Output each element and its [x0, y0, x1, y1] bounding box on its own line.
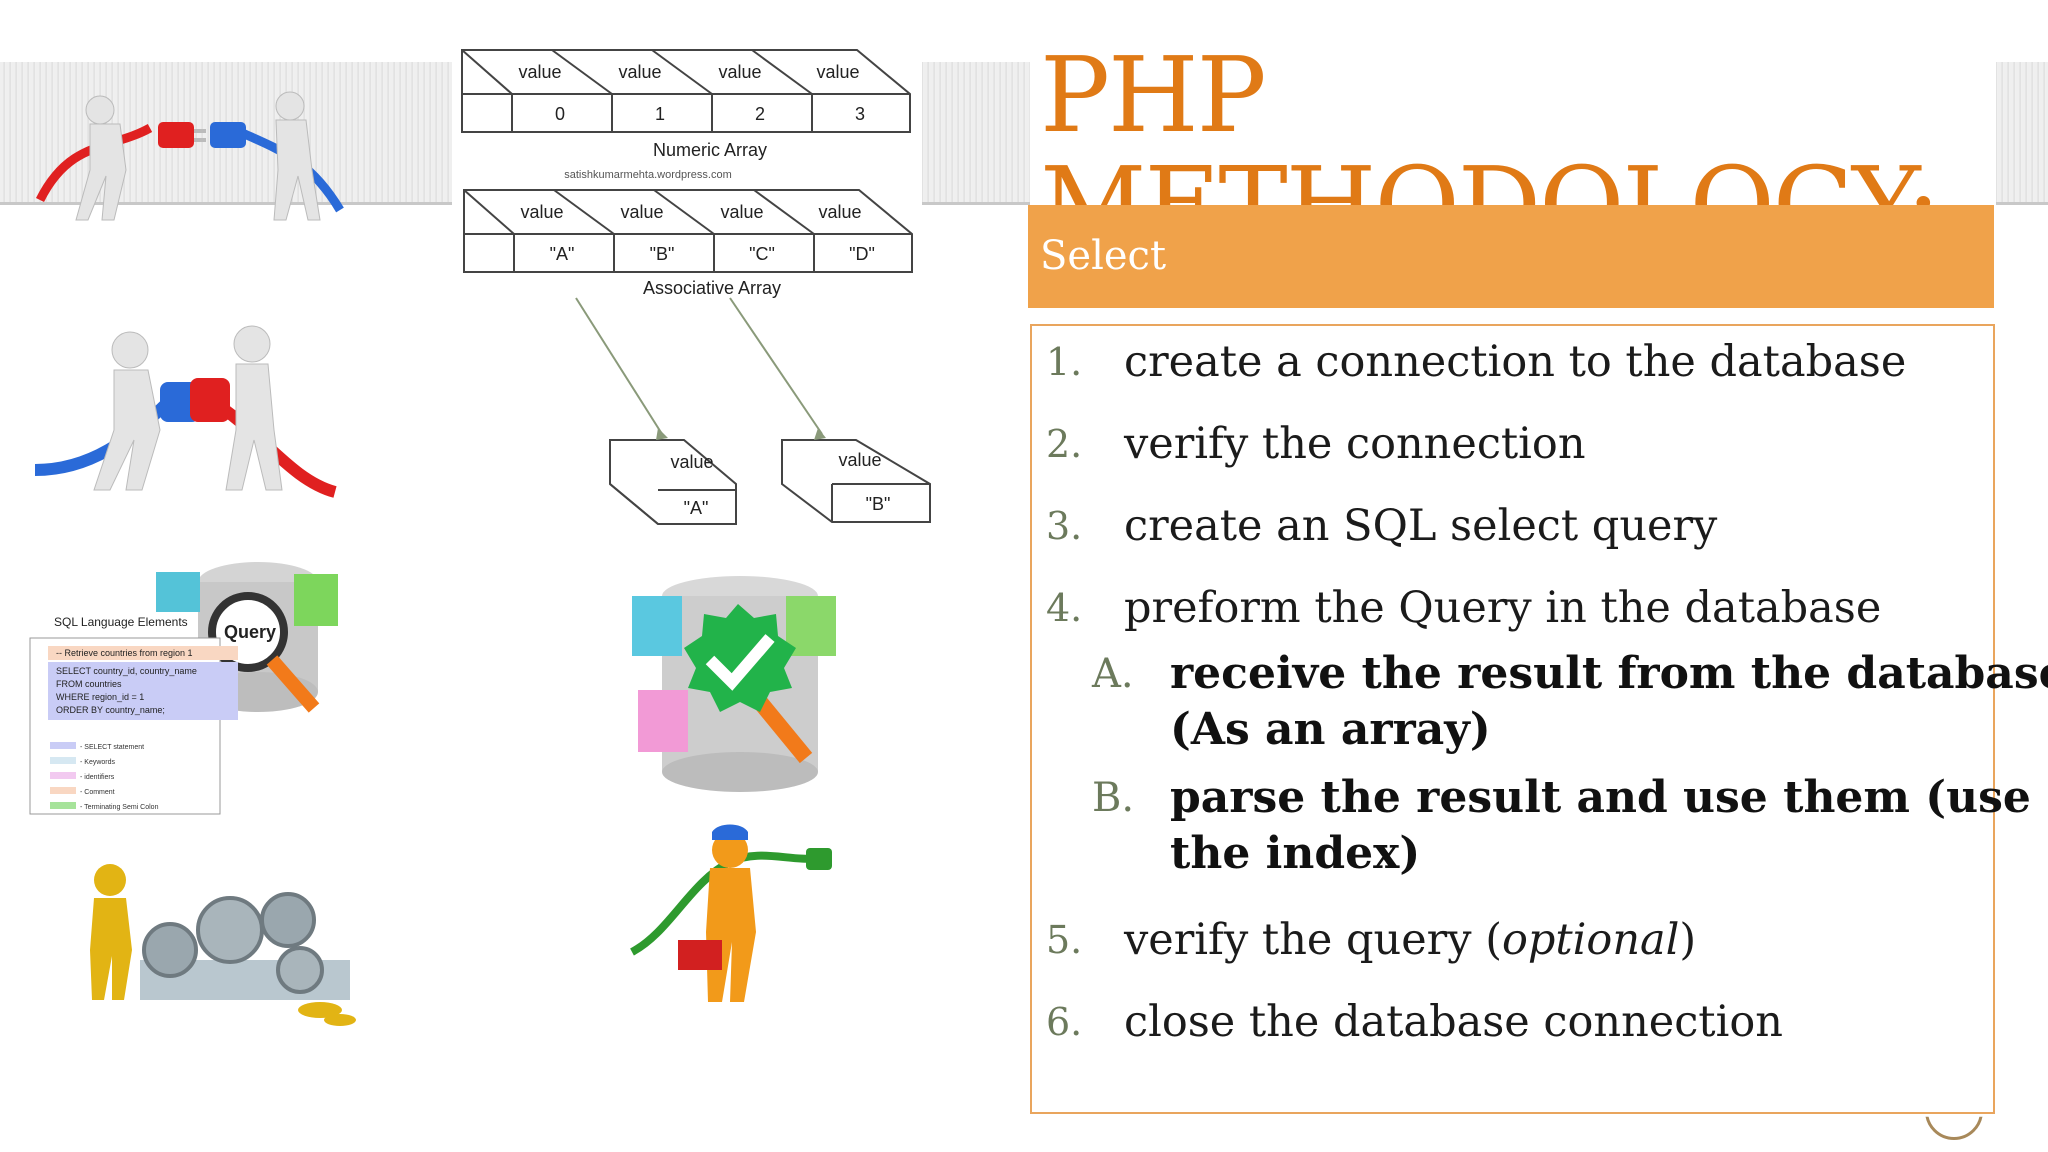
value-label: value: [670, 452, 713, 472]
value-label: value: [618, 62, 661, 82]
steps-box: [1030, 324, 1995, 1114]
title-backdrop: [1030, 40, 1996, 210]
gears-worker-icon: [90, 864, 356, 1026]
substep-letter: A.: [1092, 651, 1134, 697]
source-credit: satishkumarmehta.wordpress.com: [564, 169, 732, 181]
plug-tug-of-war-icon: [35, 91, 344, 221]
extracted-key: "B": [866, 494, 891, 514]
step-number: 6.: [1046, 1000, 1083, 1044]
step-text: create a connection to the database: [1124, 337, 1907, 387]
assoc-key: "B": [650, 244, 675, 264]
value-label: value: [838, 450, 881, 470]
substep-line: parse the result and use them (use: [1170, 772, 2031, 823]
substep-line: receive the result from the database: [1170, 648, 2048, 699]
value-label: value: [818, 202, 861, 222]
plug-connecting-icon: [34, 325, 337, 498]
step-number: 4.: [1046, 586, 1083, 630]
substep-line: the index): [1170, 828, 1421, 879]
sql-code-line: ORDER BY country_name;: [56, 705, 165, 715]
sql-code-line: -- Retrieve countries from region 1: [56, 648, 193, 658]
value-label: value: [816, 62, 859, 82]
arrow-head: [814, 428, 826, 440]
numeric-index: 3: [855, 104, 865, 124]
step-text: close the database connection: [1124, 997, 1783, 1047]
substep-text: parse the result and use them (use the i…: [1170, 770, 2048, 882]
legend-item: - Terminating Semi Colon: [80, 804, 159, 811]
subtitle-bar: [1028, 205, 1994, 308]
sql-code-line: SELECT country_id, country_name: [56, 666, 197, 676]
numeric-index: 1: [655, 104, 665, 124]
value-label: value: [720, 202, 763, 222]
query-magnifier-icon: Query SQL Language Elements -- Retrieve …: [29, 562, 338, 815]
legend-item: - Keywords: [80, 759, 116, 766]
assoc-key: "C": [749, 244, 775, 264]
step-text-prefix: verify the query (: [1124, 915, 1502, 965]
step-number: 5.: [1046, 918, 1083, 962]
value-label: value: [518, 62, 561, 82]
electrician-plug-icon: [630, 824, 832, 1002]
sql-code-line: WHERE region_id = 1: [56, 692, 144, 702]
step-number: 2.: [1046, 422, 1083, 466]
query-verified-icon: [632, 576, 836, 792]
value-label: value: [520, 202, 563, 222]
assoc-array-caption: Associative Array: [643, 278, 781, 298]
arrow-head: [656, 428, 668, 440]
array-diagram: value value value value 0 1 2 3 Numeric …: [461, 49, 931, 525]
value-label: value: [718, 62, 761, 82]
step-text: create an SQL select query: [1124, 501, 1718, 551]
numeric-array-caption: Numeric Array: [653, 140, 767, 160]
assoc-key: "A": [550, 244, 575, 264]
extracted-key: "A": [684, 498, 709, 518]
legend-item: - Comment: [80, 789, 115, 796]
legend-item: - SELECT statement: [80, 744, 144, 751]
step-text: preform the Query in the database: [1124, 583, 1882, 633]
substep-letter: B.: [1092, 775, 1135, 821]
substep-line: (As an array): [1170, 704, 1491, 755]
sql-heading: SQL Language Elements: [54, 615, 188, 629]
step-number: 3.: [1046, 504, 1083, 548]
sql-code-line: FROM countries: [56, 679, 122, 689]
step-text: verify the query (optional): [1124, 914, 1696, 966]
step-text-italic: optional: [1501, 915, 1680, 965]
numeric-index: 0: [555, 104, 565, 124]
value-label: value: [620, 202, 663, 222]
title-line-1: PHP: [1040, 34, 1267, 156]
step-text-suffix: ): [1679, 915, 1697, 965]
numeric-index: 2: [755, 104, 765, 124]
legend-item: - identifiers: [80, 774, 115, 781]
step-text: verify the connection: [1124, 419, 1586, 469]
substep-text: receive the result from the database (As…: [1170, 646, 2048, 758]
step-number: 1.: [1046, 340, 1083, 384]
query-label: Query: [224, 622, 276, 642]
assoc-key: "D": [849, 244, 875, 264]
slide-subtitle: Select: [1040, 233, 1167, 279]
